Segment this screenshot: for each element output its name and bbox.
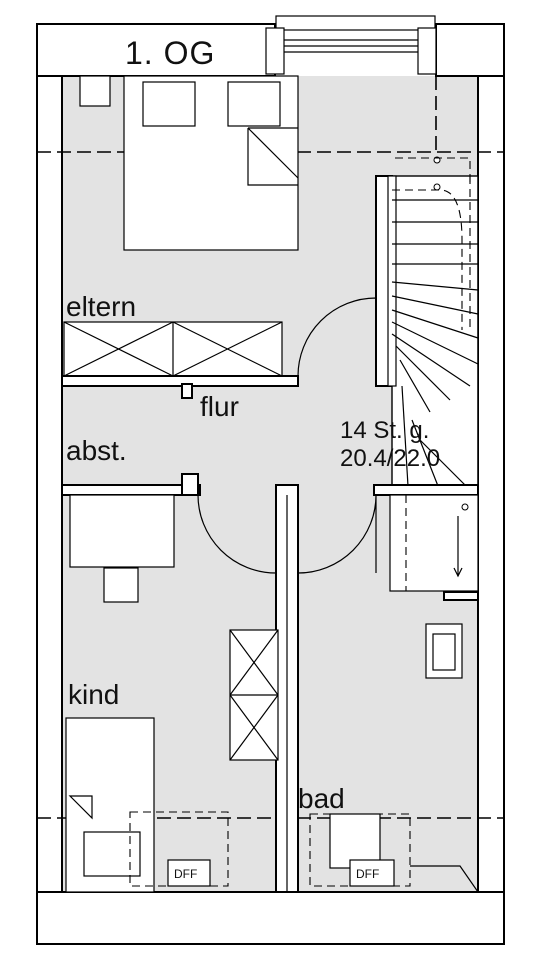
- bathtub: [329, 813, 381, 869]
- room-label-bad: bad: [298, 783, 345, 814]
- right-wall: [477, 75, 505, 894]
- double-bed: [123, 75, 299, 251]
- stair-steps-label: 14 St. g.: [340, 417, 429, 444]
- washbasin: [425, 623, 463, 679]
- door-bad: [297, 494, 377, 574]
- kind-skylight-box: [167, 859, 211, 887]
- wall-eltern: [61, 375, 299, 387]
- room-label-flur: flur: [200, 391, 239, 422]
- left-wall: [36, 75, 63, 894]
- bottom-wall: [36, 891, 505, 945]
- kind-skylight-outline: [129, 811, 229, 887]
- staircase: [387, 156, 479, 487]
- door-eltern: [297, 297, 377, 377]
- single-bed: [65, 717, 155, 893]
- top-wall-right: [435, 23, 505, 77]
- wardrobe: [63, 321, 283, 377]
- top-wall: [36, 23, 276, 77]
- wall-eltern-stub: [181, 383, 193, 399]
- floor-label: 1. OG: [125, 35, 215, 71]
- bad-skylight-box: [349, 859, 395, 887]
- wall-abst: [61, 484, 201, 496]
- kind-skylight-label: DFF: [174, 867, 197, 881]
- bad-skylight-label: DFF: [356, 867, 379, 881]
- door-kind: [197, 494, 277, 574]
- room-label-eltern: eltern: [66, 291, 136, 322]
- wall-abst-stub: [181, 473, 199, 496]
- bad-wall-slope: [410, 865, 479, 893]
- desk: [69, 494, 175, 568]
- chair: [103, 567, 139, 603]
- room-label-kind: kind: [68, 679, 119, 710]
- room-label-abst: abst.: [66, 435, 127, 466]
- shower: [389, 494, 479, 601]
- stair-dimensions-label: 20.4/22.0: [340, 445, 440, 472]
- top-window: [265, 15, 437, 75]
- nightstand: [79, 75, 111, 107]
- kind-wardrobe: [229, 629, 279, 761]
- wall-bad-top: [373, 484, 479, 496]
